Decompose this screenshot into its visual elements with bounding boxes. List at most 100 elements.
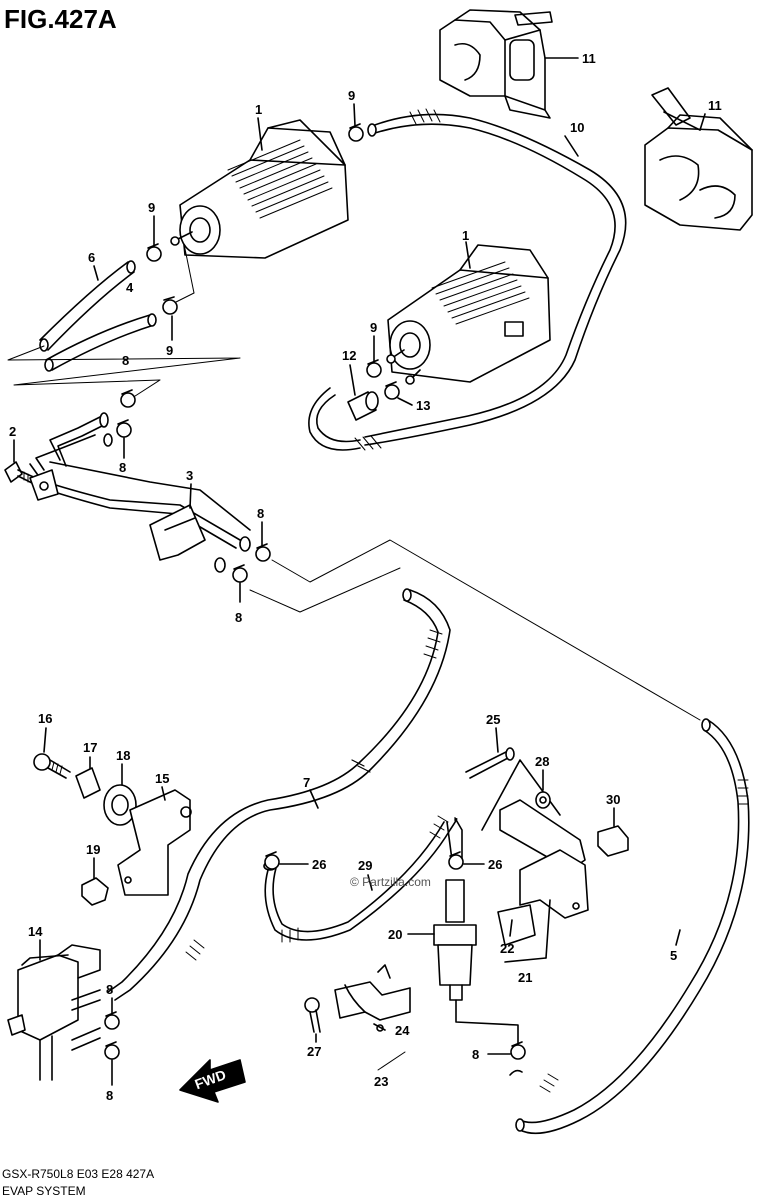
- callout-27: 27: [307, 1044, 321, 1059]
- clamp-bracket-11-upper: [439, 9, 553, 119]
- valve-20: [433, 879, 519, 1049]
- system-name: EVAP SYSTEM: [2, 1184, 86, 1198]
- callout-26b: 26: [488, 857, 502, 872]
- callout-1b: 1: [462, 228, 469, 243]
- leader-1a: [257, 117, 263, 151]
- hose-5: [515, 718, 750, 1135]
- callout-23: 23: [374, 1074, 388, 1089]
- callout-16: 16: [38, 711, 52, 726]
- callout-8f: 8: [106, 1088, 113, 1103]
- leader-25: [495, 727, 499, 753]
- callout-28: 28: [535, 754, 549, 769]
- leader-6: [93, 265, 99, 281]
- callout-8a: 8: [122, 353, 129, 368]
- bracket-21: [481, 759, 589, 919]
- reference-lines-middle: [249, 539, 701, 721]
- callout-22: 22: [500, 941, 514, 956]
- callout-8g: 8: [472, 1047, 479, 1062]
- watermark: © Partzilla.com: [350, 875, 431, 889]
- clip-22: [497, 904, 536, 946]
- callout-7: 7: [303, 775, 310, 790]
- clamp-9-top: [348, 123, 364, 142]
- callout-2: 2: [9, 424, 16, 439]
- callout-9c: 9: [166, 343, 173, 358]
- callout-4: 4: [126, 280, 134, 295]
- bracket-15: [117, 789, 192, 896]
- leader-7: [309, 789, 319, 809]
- clamp-9-mid: [162, 296, 178, 315]
- leader-10: [564, 135, 579, 157]
- callout-labels: 1 1 2 3 4 5 6 7 8 8 8 8 8 8 8 8 9 9 9 9 …: [9, 51, 722, 1103]
- clamp-8-d: [232, 564, 248, 583]
- leader-22: [509, 919, 513, 937]
- callout-12: 12: [342, 348, 356, 363]
- callout-13: 13: [416, 398, 430, 413]
- callout-8c: 8: [257, 506, 264, 521]
- hose-4: [44, 313, 157, 372]
- callout-19: 19: [86, 842, 100, 857]
- clamp-8-b: [116, 419, 132, 438]
- callout-21: 21: [518, 970, 532, 985]
- leader-3: [189, 483, 192, 509]
- leader-21b: [504, 957, 547, 963]
- cap-30: [597, 825, 629, 857]
- clamp-8-e: [104, 1011, 120, 1030]
- callout-24: 24: [395, 1023, 410, 1038]
- clamp-26-left: [264, 851, 280, 870]
- clamp-9-left: [146, 243, 162, 262]
- leader-24: [373, 1023, 386, 1031]
- clamp-26-right: [448, 851, 464, 870]
- callout-6: 6: [88, 250, 95, 265]
- bolt-16: [33, 753, 71, 779]
- clamp-8-g: [510, 1041, 526, 1060]
- hose-10: [308, 108, 627, 451]
- callout-20: 20: [388, 927, 402, 942]
- joint-12: [347, 391, 379, 421]
- callout-8e: 8: [106, 982, 113, 997]
- callout-26a: 26: [312, 857, 326, 872]
- callout-30: 30: [606, 792, 620, 807]
- collar-17: [75, 767, 101, 799]
- clamp-8-a: [120, 389, 136, 408]
- canister-1-upper: [170, 119, 349, 259]
- callout-25: 25: [486, 712, 500, 727]
- purge-valve-14: [7, 944, 101, 1081]
- pipe-assembly-3: [29, 412, 251, 573]
- link-line-upper2: [175, 292, 195, 303]
- grommet-18: [103, 784, 137, 826]
- callout-15: 15: [155, 771, 169, 786]
- clamp-bracket-11-right: [644, 87, 753, 231]
- nut-19: [81, 877, 109, 906]
- callout-8d: 8: [235, 610, 242, 625]
- clamp-9-right: [366, 359, 382, 378]
- leader-1b: [465, 241, 471, 269]
- leader-5: [675, 929, 681, 946]
- hose-end-lower: [509, 1069, 523, 1076]
- clamp-13: [384, 381, 400, 400]
- callout-17: 17: [83, 740, 97, 755]
- leader-11b: [699, 113, 706, 131]
- canister-1-middle: [386, 244, 551, 385]
- clamp-8-f: [104, 1041, 120, 1060]
- clamp-24: [334, 964, 411, 1032]
- leader-15: [161, 786, 166, 801]
- figure-title: FIG.427A: [4, 4, 117, 34]
- callout-9b: 9: [148, 200, 155, 215]
- screw-27: [304, 997, 321, 1033]
- model-line: GSX-R750L8 E03 E28 427A: [2, 1167, 154, 1181]
- callout-9d: 9: [370, 320, 377, 335]
- callout-29: 29: [358, 858, 372, 873]
- callout-8b: 8: [119, 460, 126, 475]
- leader-21: [545, 899, 551, 959]
- callout-9a: 9: [348, 88, 355, 103]
- link-line-upper: [183, 243, 195, 294]
- callout-18: 18: [116, 748, 130, 763]
- leader-13: [397, 397, 413, 406]
- callout-11a: 11: [582, 51, 596, 66]
- callout-10: 10: [570, 120, 584, 135]
- fwd-arrow: FWD: [179, 1059, 246, 1103]
- hose-6: [39, 260, 136, 352]
- callout-14: 14: [28, 924, 43, 939]
- reference-lines-left: [7, 345, 241, 399]
- rivet-25: [465, 747, 515, 779]
